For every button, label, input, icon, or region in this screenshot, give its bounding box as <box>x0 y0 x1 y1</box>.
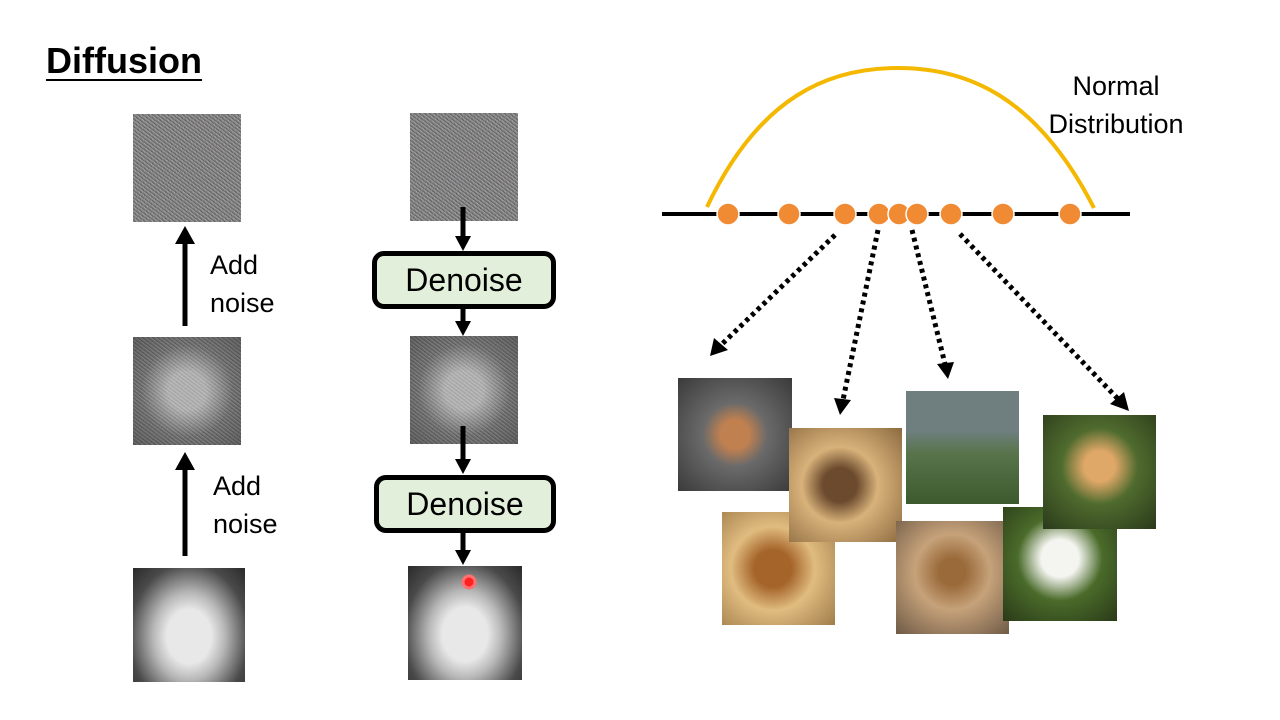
sample-point-8 <box>991 202 1015 226</box>
dotted-arrowhead-3 <box>937 362 954 379</box>
reverse-arrow-3 <box>455 426 471 474</box>
dotted-arrow-3 <box>909 229 948 365</box>
dotted-arrow-1 <box>718 233 837 348</box>
dotted-arrow-4 <box>958 232 1121 402</box>
dog-image-4 <box>1043 415 1156 529</box>
dotted-arrow-2 <box>840 229 881 401</box>
slide-title: Diffusion <box>46 40 202 81</box>
dotted-arrowhead-2 <box>834 398 851 415</box>
partial-noise-cat-image <box>133 337 241 445</box>
sample-point-1 <box>716 202 740 226</box>
sample-point-9 <box>1058 202 1082 226</box>
sample-point-6 <box>905 202 929 226</box>
full-noise-image <box>133 114 241 222</box>
sample-point-3 <box>833 202 857 226</box>
sample-point-7 <box>939 202 963 226</box>
clean-cat-image <box>133 568 245 682</box>
reverse-arrow-2 <box>455 309 471 336</box>
dog-image-6 <box>896 521 1009 634</box>
normal-distribution-curve <box>705 65 1096 209</box>
add-noise-label-upper: Add noise <box>210 250 275 318</box>
sample-point-4 <box>867 202 891 226</box>
dotted-arrowhead-1 <box>710 338 728 356</box>
dog-image-1 <box>678 378 792 491</box>
reverse-arrow-1 <box>455 207 471 251</box>
reverse-full-noise-image <box>410 113 518 221</box>
denoise-step-1: Denoise <box>372 251 556 309</box>
dog-image-3 <box>906 391 1019 504</box>
dotted-arrowhead-4 <box>1110 392 1129 411</box>
forward-arrow-lower <box>175 452 195 556</box>
forward-arrow-upper <box>175 226 195 326</box>
dog-image-2 <box>789 428 902 542</box>
sample-point-2 <box>777 202 801 226</box>
add-noise-label-lower: Add noise <box>213 471 278 539</box>
reverse-arrow-4 <box>455 533 471 565</box>
generated-cat-marker <box>461 574 477 590</box>
denoise-step-2: Denoise <box>374 475 556 533</box>
